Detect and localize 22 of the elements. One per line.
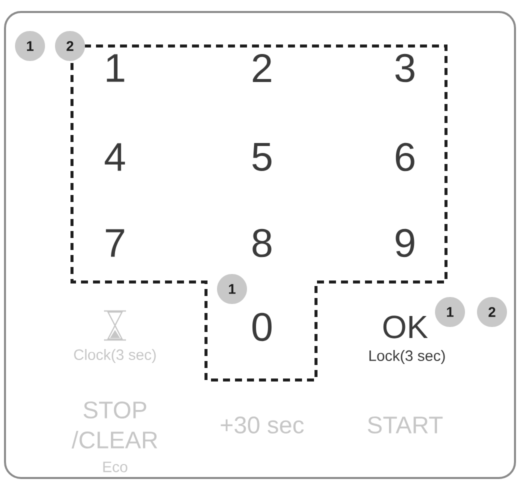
digit-label: 5 xyxy=(252,143,272,171)
digit-label: 6 xyxy=(396,142,414,172)
lock-label: Lock(3 sec) xyxy=(369,350,445,364)
stop-clear-label: STOP /CLEAR xyxy=(72,402,158,448)
digit-label: 8 xyxy=(252,228,272,258)
ok-label: OK xyxy=(383,316,428,338)
digit-label: 3 xyxy=(395,54,414,82)
callout-number: 1 xyxy=(435,297,465,327)
digit-label: 0 xyxy=(252,312,272,342)
callout-number: 1 xyxy=(15,31,45,61)
digit-label: 4 xyxy=(104,143,125,171)
callout-number: 2 xyxy=(477,297,507,327)
add-time-label: +30 sec xyxy=(220,416,304,434)
callout-number: 1 xyxy=(217,274,247,304)
digit-label: 2 xyxy=(252,54,272,82)
digit-label: 9 xyxy=(396,228,414,258)
digit-label: 1 xyxy=(106,54,124,82)
callout-number: 2 xyxy=(55,31,85,61)
clock-label: Clock(3 sec) xyxy=(74,349,156,363)
eco-label: Eco xyxy=(103,462,128,472)
start-label: START xyxy=(368,416,443,434)
digit-label: 7 xyxy=(106,229,124,257)
